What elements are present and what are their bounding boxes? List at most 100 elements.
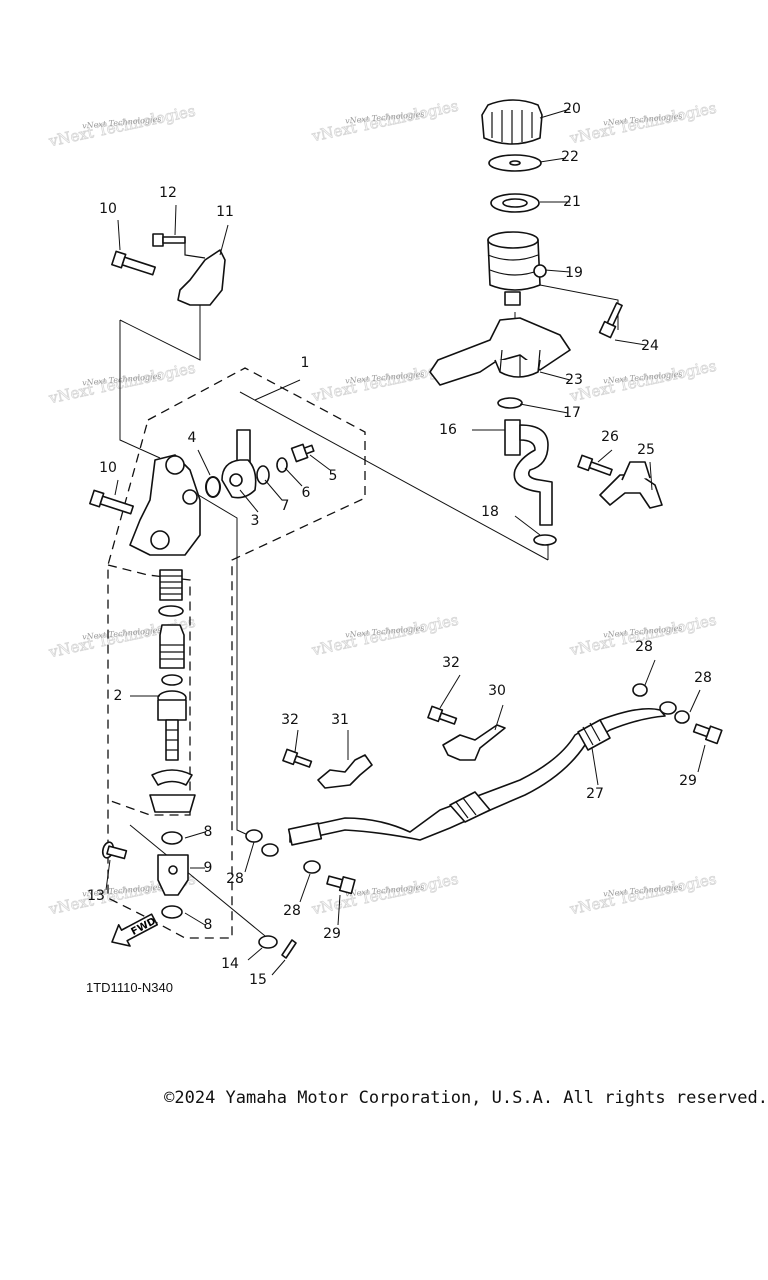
hose-joint — [221, 429, 257, 499]
callout-leader-23 — [539, 371, 571, 381]
callout-leader-12 — [174, 204, 177, 236]
callout-label-31: 31 — [331, 712, 349, 728]
callout-leader-30 — [494, 704, 504, 731]
callout-leader-10 — [114, 479, 119, 496]
callout-leader-1 — [254, 379, 301, 401]
callout-label-4: 4 — [188, 430, 197, 446]
callout-label-8: 8 — [204, 917, 213, 933]
callout-label-25: 25 — [637, 442, 655, 458]
callout-leader-28 — [299, 873, 311, 903]
callout-leader-32 — [439, 674, 461, 709]
callout-label-18: 18 — [481, 504, 499, 520]
callout-label-23: 23 — [565, 372, 583, 388]
union-bolt-29-right — [692, 723, 723, 745]
copyright-notice: ©2024 Yamaha Motor Corporation, U.S.A. A… — [164, 1088, 768, 1108]
callout-leader-22 — [539, 157, 567, 163]
washer-28-b — [261, 843, 279, 857]
bolt-32-upper — [427, 705, 458, 725]
callout-label-28: 28 — [283, 903, 301, 919]
callout-leader-14 — [247, 947, 263, 961]
callout-leader-5 — [309, 454, 331, 471]
callout-label-28: 28 — [635, 639, 653, 655]
callout-label-21: 21 — [563, 194, 581, 210]
reservoir-hose — [504, 419, 553, 526]
reservoir-bracket — [429, 317, 571, 386]
callout-label-17: 17 — [563, 405, 581, 421]
callout-label-32: 32 — [281, 712, 299, 728]
hose-clamp-30 — [442, 724, 506, 761]
assembly-2-boundary — [107, 564, 191, 816]
callout-label-29: 29 — [679, 773, 697, 789]
callout-label-16: 16 — [439, 422, 457, 438]
callout-label-28: 28 — [694, 670, 712, 686]
side-bracket-bolt — [577, 454, 613, 476]
callout-label-19: 19 — [565, 265, 583, 281]
callout-label-12: 12 — [159, 185, 177, 201]
callout-label-22: 22 — [561, 149, 579, 165]
fwd-arrow-icon: FWD — [111, 913, 158, 947]
callout-label-13: 13 — [87, 888, 105, 904]
callout-label-26: 26 — [601, 429, 619, 445]
cotter-pin — [281, 939, 297, 959]
callout-label-32: 32 — [442, 655, 460, 671]
brake-hose — [287, 701, 677, 846]
callout-leader-15 — [271, 959, 286, 976]
piston-kit — [149, 569, 196, 813]
callout-leader-25 — [649, 461, 653, 491]
callout-label-8: 8 — [204, 824, 213, 840]
callout-leader-26 — [597, 449, 613, 463]
master-cylinder-body — [129, 454, 201, 556]
callout-leader-7 — [264, 479, 283, 501]
callout-label-24: 24 — [641, 338, 659, 354]
washer-7 — [256, 465, 270, 485]
callout-leader-10 — [117, 219, 121, 251]
callout-leader-8 — [184, 912, 206, 926]
nut-8-lower — [161, 905, 183, 919]
callout-leader-27 — [591, 747, 599, 786]
callout-label-28: 28 — [226, 871, 244, 887]
union-bolt-29-lower — [326, 875, 356, 895]
callout-leader-32 — [294, 729, 299, 753]
clevis-pin — [101, 841, 128, 860]
callout-leader-18 — [514, 515, 541, 536]
callout-leader-28 — [244, 841, 255, 873]
callout-label-29: 29 — [323, 926, 341, 942]
callout-label-30: 30 — [488, 683, 506, 699]
callout-leader-29 — [697, 744, 706, 773]
diagram-code: 1TD1110-N340 — [86, 980, 173, 995]
callout-leader-8 — [184, 831, 206, 839]
bolt-12 — [152, 233, 186, 247]
clevis — [157, 854, 189, 896]
o-ring — [205, 476, 221, 498]
callout-leader-24 — [614, 339, 647, 346]
callout-label-6: 6 — [302, 485, 311, 501]
callout-label-15: 15 — [249, 972, 267, 988]
callout-label-1: 1 — [301, 355, 310, 371]
bolt-32-lower — [282, 748, 313, 768]
callout-leader-3 — [239, 489, 259, 513]
callout-label-5: 5 — [329, 468, 338, 484]
hose-clip-bottom — [533, 534, 557, 546]
callout-leader-28 — [644, 659, 656, 686]
callout-label-20: 20 — [563, 101, 581, 117]
reservoir-tank — [487, 231, 547, 306]
washer-28-d — [632, 683, 648, 697]
bolt-10-lower — [89, 489, 134, 515]
callout-label-10: 10 — [99, 460, 117, 476]
washer-28-c — [303, 860, 321, 874]
side-bracket — [599, 461, 663, 509]
nut-8-upper — [161, 831, 183, 845]
callout-label-9: 9 — [204, 860, 213, 876]
callout-leader-4 — [197, 449, 211, 476]
callout-leader-19 — [544, 269, 571, 273]
washer-28-a — [245, 829, 263, 843]
callout-leader-6 — [284, 467, 303, 487]
washer-28-e — [674, 710, 690, 724]
callout-labels: 1234567889101011121314151617181920212223… — [87, 101, 712, 988]
callout-label-14: 14 — [221, 956, 239, 972]
callout-label-7: 7 — [281, 498, 290, 514]
callout-leader-17 — [519, 403, 569, 414]
callout-label-2: 2 — [114, 688, 123, 704]
callout-leader-11 — [219, 224, 229, 256]
